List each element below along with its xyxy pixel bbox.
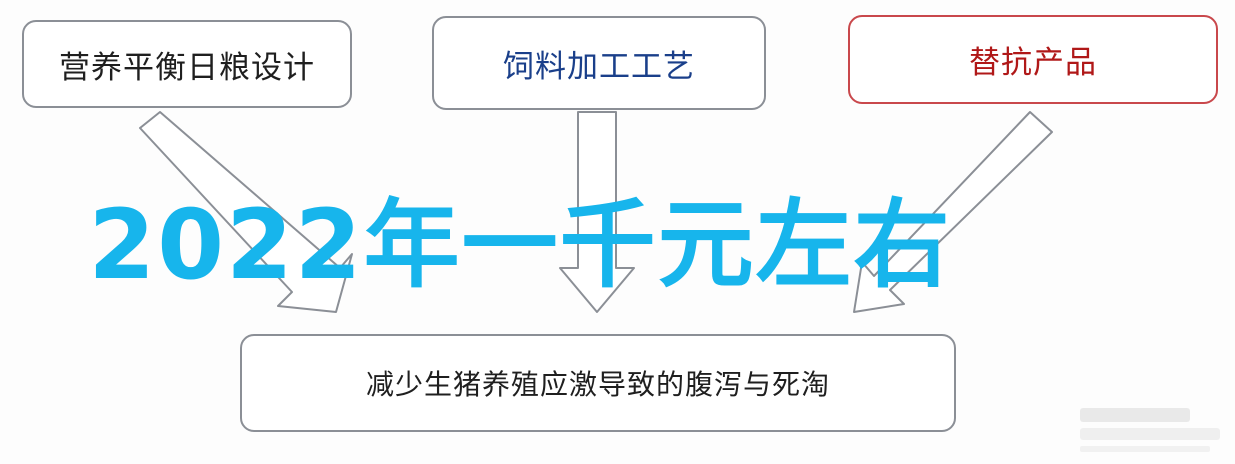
box-feed-processing: 饲料加工工艺 [432,16,766,110]
arrow-center-down [559,111,635,313]
watermark-line [1080,428,1220,440]
watermark-logo [1070,400,1230,460]
overlay-headline: 2022年一千元左右 [88,189,952,301]
box-balanced-diet-design: 营养平衡日粮设计 [22,20,352,108]
watermark-line [1080,408,1190,422]
box-antibiotic-alternatives: 替抗产品 [848,15,1218,104]
box-outcome: 减少生猪养殖应激导致的腹泻与死淘 [240,334,956,432]
arrow-right-diagonal [853,111,1053,313]
watermark-line [1080,446,1210,452]
arrow-left-diagonal [139,111,353,313]
